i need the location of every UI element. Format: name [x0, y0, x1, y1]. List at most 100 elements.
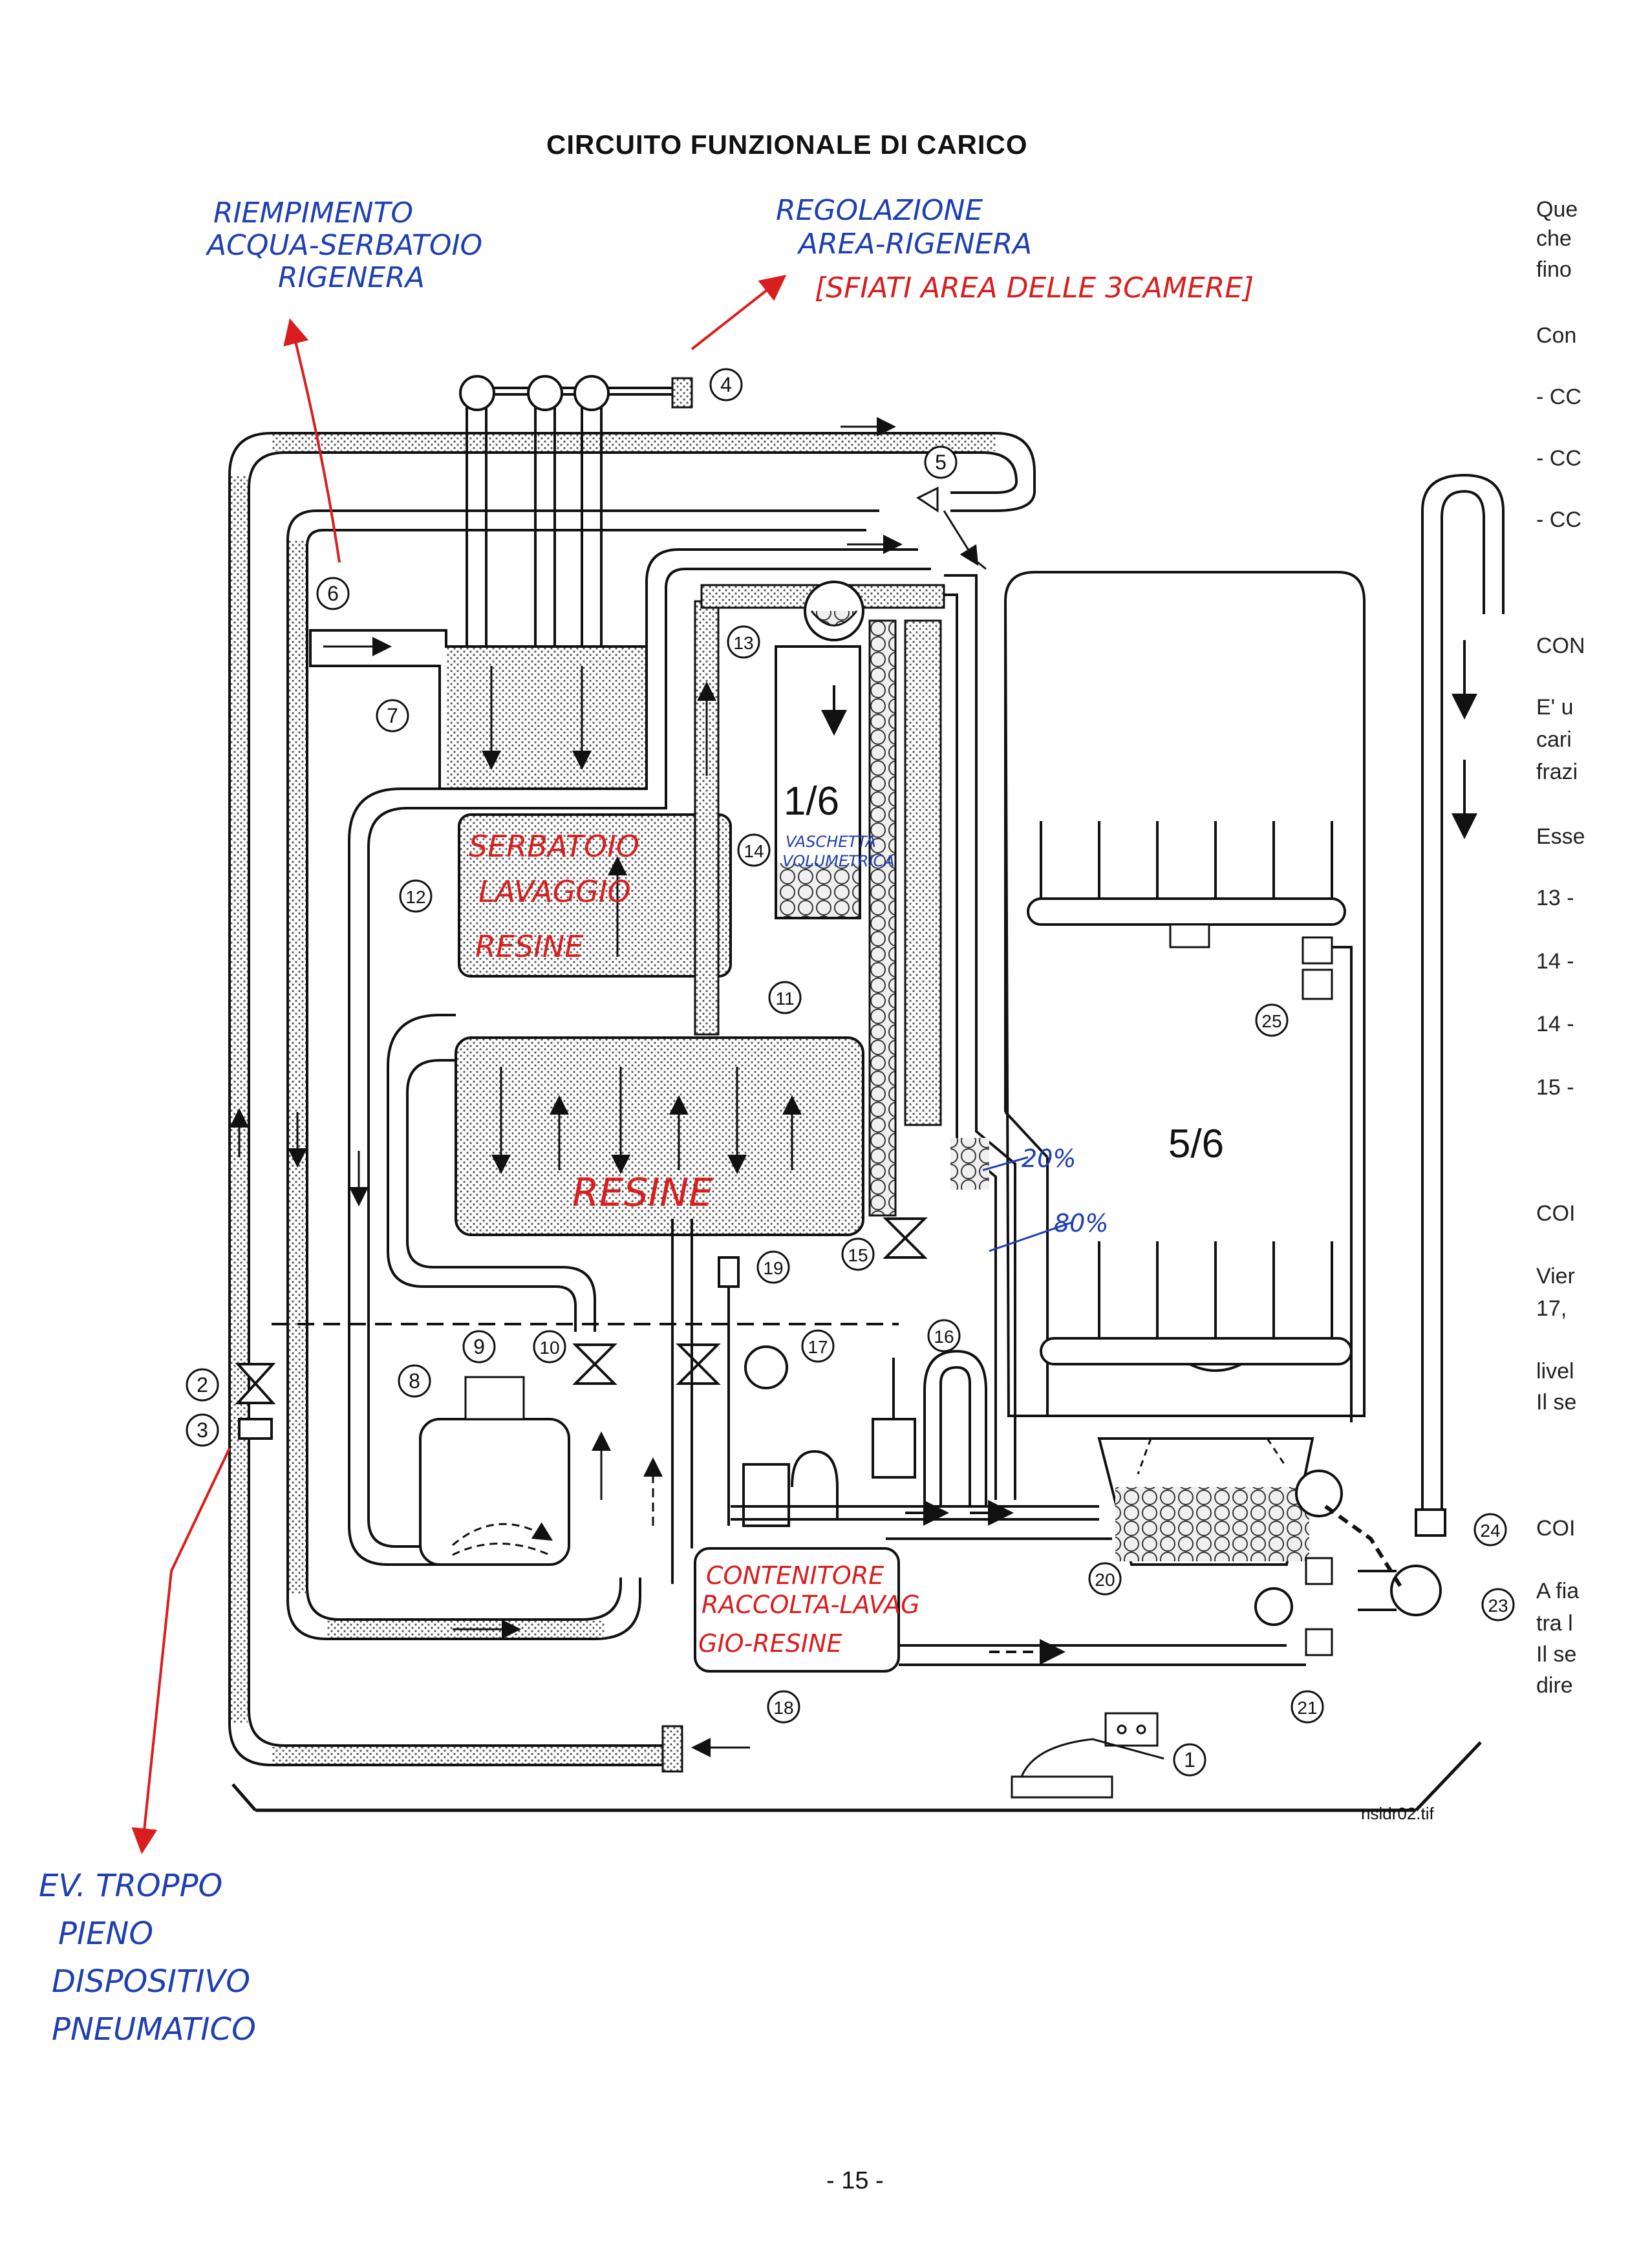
- annotation-line: PNEUMATICO: [52, 2011, 256, 2048]
- drain-gooseneck: [1415, 473, 1505, 1537]
- right-column-line: dire: [1536, 1673, 1573, 1698]
- annotation-ticks: [982, 1156, 1074, 1252]
- annotation-line: EV. TROPPO: [39, 1868, 223, 1904]
- main-pipe-fill-bottom: [272, 1747, 666, 1764]
- callout-19: 19: [756, 1250, 790, 1284]
- right-column-line: COI: [1536, 1201, 1576, 1226]
- right-column-line: Vier: [1536, 1264, 1575, 1289]
- right-column-line: livel: [1536, 1359, 1574, 1384]
- callout-4: 4: [709, 368, 743, 401]
- page-title: CIRCUITO FUNZIONALE DI CARICO: [546, 129, 1028, 160]
- right-column-line: Con: [1536, 323, 1577, 348]
- annotation-troppo-pieno: EV. TROPPO PIENO DISPOSITIVO PNEUMATICO: [39, 1862, 256, 2053]
- lower-conduits: [671, 1219, 1306, 1666]
- inner-pipe-fill-left: [289, 540, 306, 1594]
- callout-number: 5: [935, 451, 947, 474]
- callout-13: 13: [727, 625, 760, 659]
- callout-number: 20: [1095, 1570, 1115, 1590]
- callout-14: 14: [737, 833, 771, 867]
- inner-pipe-loop: [286, 509, 879, 1640]
- annotation-line: RIGENERA: [278, 261, 425, 294]
- main-pipe-fill-top: [272, 434, 996, 451]
- callout-circle: [398, 1364, 431, 1398]
- callout-number: 24: [1480, 1521, 1500, 1541]
- callout-number: 19: [763, 1258, 783, 1278]
- wash-tub: [1003, 571, 1442, 1656]
- callout-circle: [1255, 1003, 1289, 1037]
- callout-circle: [1291, 1690, 1324, 1724]
- label-vaschetta: VASCHETTA VOLUMETRICA: [782, 833, 895, 870]
- callout-number: 7: [387, 704, 398, 727]
- label-serbatoio-line: RESINE: [475, 929, 583, 964]
- callout-number: 4: [720, 373, 732, 396]
- fraction-large-label: 5/6: [1168, 1122, 1224, 1166]
- callout-20: 20: [1088, 1562, 1122, 1596]
- main-pipe-fill-left: [231, 475, 248, 1723]
- right-column-line: Il se: [1536, 1390, 1577, 1415]
- callout-8: 8: [398, 1364, 431, 1398]
- callout-15: 15: [841, 1237, 875, 1271]
- callout-number: 21: [1297, 1698, 1317, 1718]
- right-column-line: fino: [1536, 257, 1572, 282]
- callout-circle: [1481, 1588, 1515, 1621]
- callout-2: 2: [186, 1368, 219, 1402]
- callout-circle: [727, 625, 760, 659]
- callout-21: 21: [1291, 1690, 1324, 1724]
- label-vaschetta-line: VASCHETTA: [786, 833, 876, 851]
- callout-number: 10: [539, 1338, 559, 1358]
- callout-number: 2: [197, 1373, 208, 1396]
- label-contenitore: CONTENITORE RACCOLTA-LAVAG GIO-RESINE: [698, 1561, 920, 1658]
- callout-circle: [1473, 1513, 1507, 1546]
- callout-circle: [399, 879, 433, 913]
- right-column-line: 15 -: [1536, 1075, 1574, 1100]
- overflow-pipes: [868, 574, 1016, 1500]
- callout-12: 12: [399, 879, 433, 913]
- resin-loop-pipe: [387, 1014, 596, 1332]
- resin-wash-tank: [458, 813, 732, 978]
- callout-circle: [533, 1330, 566, 1364]
- callout-6: 6: [316, 577, 350, 610]
- right-column-line: - CC: [1536, 508, 1581, 532]
- main-pipe-loop: [228, 432, 1036, 1766]
- regeneration-tank: [309, 629, 648, 790]
- annotation-riempimento: RIEMPIMENTO ACQUA-SERBATOIO RIGENERA: [207, 197, 482, 294]
- top-manifold: [459, 375, 693, 647]
- callout-number: 15: [848, 1245, 868, 1265]
- callout-circle: [709, 368, 743, 401]
- label-serbatoio-line: LAVAGGIO: [478, 874, 631, 909]
- callout-circle: [462, 1330, 496, 1364]
- right-column-line: 13 -: [1536, 886, 1574, 910]
- right-column-line: COI: [1536, 1516, 1576, 1541]
- callout-17: 17: [801, 1329, 835, 1363]
- annotation-line: PIENO: [58, 1916, 154, 1952]
- base-plate: [231, 1741, 1482, 1812]
- callout-number: 18: [773, 1698, 793, 1718]
- right-column-line: E' u: [1536, 695, 1574, 720]
- callout-7: 7: [376, 699, 409, 733]
- callout-number: 25: [1261, 1011, 1281, 1031]
- valve-assembly: [235, 1217, 928, 1440]
- callout-circle: [756, 1250, 790, 1284]
- label-80-percent: 80%: [1054, 1209, 1108, 1237]
- callout-number: 11: [775, 989, 794, 1009]
- callout-1: 1: [1173, 1743, 1206, 1777]
- page-number: - 15 -: [826, 2167, 884, 2194]
- callout-10: 10: [533, 1330, 566, 1364]
- door-switch: [1011, 1712, 1164, 1799]
- right-column-line: Il se: [1536, 1642, 1577, 1667]
- callout-25: 25: [1255, 1003, 1289, 1037]
- callout-circle: [1088, 1562, 1122, 1596]
- vent-valve: [916, 486, 987, 570]
- flow-arrows: [230, 417, 903, 1639]
- callout-16: 16: [927, 1319, 961, 1353]
- callout-number: 12: [405, 887, 425, 907]
- callout-number: 14: [744, 841, 764, 861]
- callout-number: 9: [473, 1335, 485, 1358]
- callout-circle: [186, 1368, 219, 1402]
- inlet-fitting: [661, 1725, 750, 1773]
- rising-pipe: [694, 600, 720, 1036]
- annotation-arrows: [131, 275, 787, 1854]
- callout-9: 9: [462, 1330, 496, 1364]
- callout-circle: [1173, 1743, 1206, 1777]
